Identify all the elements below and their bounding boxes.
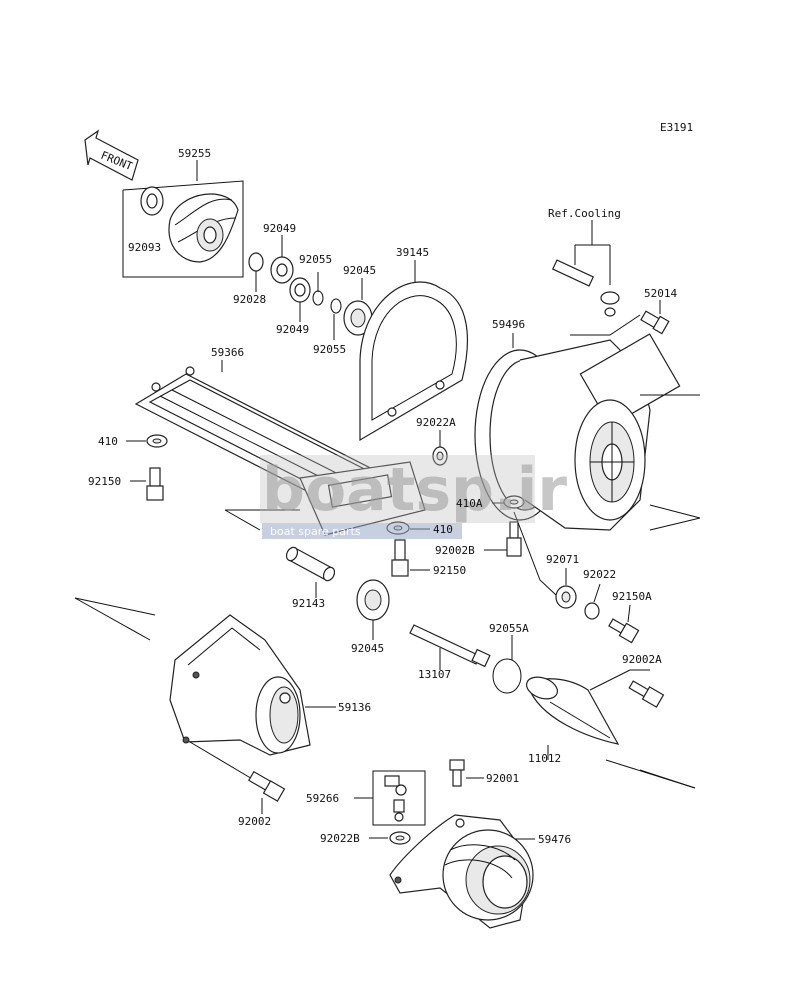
grease-fitting-59266 — [354, 770, 426, 826]
label-92150-left: 92150 — [88, 475, 121, 488]
sleeve-92143 — [285, 546, 336, 598]
bolt-92001 — [449, 759, 484, 787]
bolt-92002A — [628, 680, 665, 708]
label-92022B: 92022B — [320, 832, 360, 845]
label-92049-bottom: 92049 — [276, 323, 309, 336]
steering-nozzle-59476 — [389, 814, 535, 929]
label-92002B: 92002B — [435, 544, 475, 557]
label-13107: 13107 — [418, 668, 451, 681]
label-92093: 92093 — [128, 241, 161, 254]
bolt-92002 — [248, 770, 286, 814]
label-59496: 59496 — [492, 318, 525, 331]
label-59255: 59255 — [178, 147, 211, 160]
bearing-seal-set — [248, 235, 373, 340]
pump-cover-39145 — [359, 260, 468, 442]
cooling-reference — [551, 220, 620, 317]
label-92022: 92022 — [583, 568, 616, 581]
label-410-left: 410 — [98, 435, 118, 448]
label-92071: 92071 — [546, 553, 579, 566]
label-59266: 59266 — [306, 792, 339, 805]
impeller-icon — [168, 193, 239, 263]
watermark-logo: boatsp.ir boat spare parts — [260, 455, 567, 539]
label-92143: 92143 — [292, 597, 325, 610]
shaft-13107 — [409, 624, 491, 670]
bolt-92150-center — [391, 539, 430, 577]
label-410A: 410A — [456, 497, 483, 510]
cone-11012 — [525, 669, 696, 789]
impeller-group — [122, 160, 244, 278]
pump-housing-59496 — [474, 314, 701, 531]
bearing-92045-lower — [356, 579, 390, 640]
label-39145: 39145 — [396, 246, 429, 259]
label-11012: 11012 — [528, 752, 561, 765]
fitting-52014 — [640, 300, 670, 335]
diagram-code: E3191 — [660, 121, 693, 134]
label-ref-cooling: Ref.Cooling — [548, 207, 621, 220]
label-92055-top: 92055 — [299, 253, 332, 266]
washer-92022A — [432, 430, 448, 466]
label-92028: 92028 — [233, 293, 266, 306]
label-52014: 52014 — [644, 287, 677, 300]
label-59476: 59476 — [538, 833, 571, 846]
front-arrow-icon: FRONT — [84, 129, 139, 181]
label-92022A: 92022A — [416, 416, 456, 429]
washer-410A — [492, 495, 525, 509]
label-92045-bottom: 92045 — [351, 642, 384, 655]
label-92055A: 92055A — [489, 622, 529, 635]
label-59136: 59136 — [338, 701, 371, 714]
watermark-brand: boatsp.ir — [262, 455, 567, 525]
o-ring-92055A — [492, 635, 522, 694]
watermark-tagline: boat spare parts — [270, 525, 361, 538]
label-92150A: 92150A — [612, 590, 652, 603]
label-92055-bottom: 92055 — [313, 343, 346, 356]
nozzle-housing-59136 — [74, 597, 336, 781]
label-92045-top: 92045 — [343, 264, 376, 277]
label-92002A: 92002A — [622, 653, 662, 666]
label-92001: 92001 — [486, 772, 519, 785]
intake-plate-59366 — [134, 360, 426, 536]
fastener-set-left — [126, 434, 168, 501]
label-92002: 92002 — [238, 815, 271, 828]
bolt-92002B — [484, 521, 522, 557]
label-59366: 59366 — [211, 346, 244, 359]
fastener-set-right — [513, 511, 640, 644]
label-410-right: 410 — [433, 523, 453, 536]
label-92049-top: 92049 — [263, 222, 296, 235]
washer-92022B — [369, 831, 411, 845]
label-92150-center: 92150 — [433, 564, 466, 577]
